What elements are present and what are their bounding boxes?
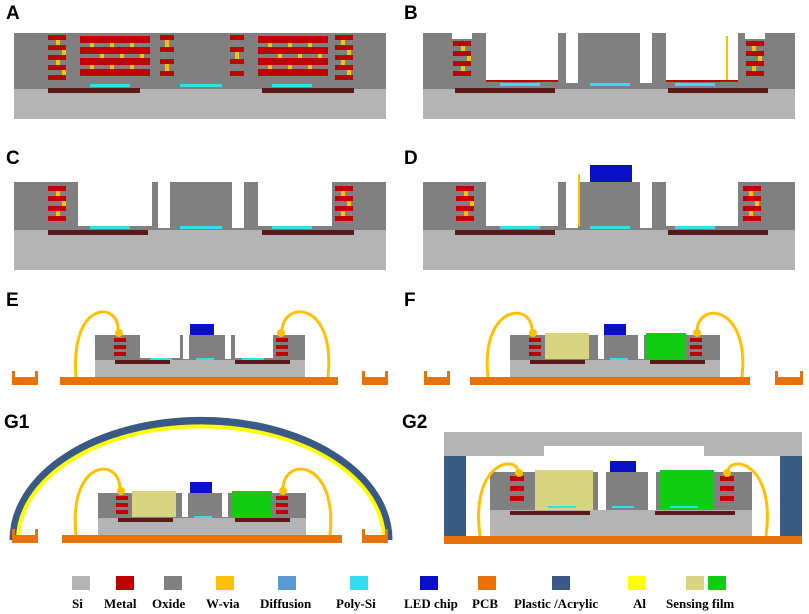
panel-label-a: A	[6, 3, 20, 24]
al-dome	[16, 424, 386, 541]
sensing-film	[646, 333, 686, 359]
panel-b-cross-section	[423, 33, 795, 119]
legend-swatch-plastic	[552, 576, 570, 590]
oxide-layer	[14, 33, 386, 89]
legend-swatch-pcb	[478, 576, 496, 590]
legend-swatch-sensing-film-2	[708, 576, 726, 590]
legend-label-poly-si: Poly-Si	[336, 596, 376, 611]
panel-label-b: B	[404, 3, 418, 24]
plastic-wall	[780, 456, 802, 538]
panel-label-f: F	[404, 290, 416, 311]
legend-swatch-w-via	[216, 576, 234, 590]
bottom-metal	[262, 88, 354, 93]
panel-f-package	[424, 311, 803, 385]
poly-si	[180, 84, 222, 87]
legend-swatch-al	[628, 576, 646, 590]
legend-label-plastic: Plastic /Acrylic	[514, 596, 598, 611]
plastic-wall	[444, 456, 466, 538]
legend-swatch-sensing-film-1	[686, 576, 704, 590]
legend-swatch-oxide	[164, 576, 182, 590]
legend-swatch-metal	[116, 576, 134, 590]
panel-e-package	[12, 310, 388, 385]
led-chip	[590, 165, 632, 182]
panel-label-e: E	[6, 290, 19, 311]
poly-si	[272, 84, 312, 87]
legend-label-metal: Metal	[104, 596, 137, 611]
panel-g1-package	[9, 416, 393, 543]
metal-stack	[335, 35, 353, 80]
metal-array-left	[80, 36, 150, 76]
etched-cavity	[486, 33, 558, 81]
legend: Si Metal Oxide W-via Diffusion Poly-Si L…	[72, 576, 734, 611]
panel-label-g2: G2	[402, 412, 428, 433]
metal-array-right	[258, 36, 328, 76]
legend-label-w-via: W-via	[206, 596, 240, 611]
metal-stack	[160, 35, 174, 76]
pcb	[60, 377, 338, 385]
metal-stack	[48, 35, 66, 80]
panel-g2-package	[444, 432, 802, 544]
legend-label-si: Si	[72, 596, 83, 611]
legend-swatch-diffusion	[278, 576, 296, 590]
acrylic-cap	[444, 432, 802, 456]
bottom-metal	[48, 88, 140, 93]
legend-label-oxide: Oxide	[152, 596, 185, 611]
legend-label-sensing-film: Sensing film	[666, 596, 734, 611]
poly-si	[90, 84, 130, 87]
legend-label-pcb: PCB	[472, 596, 498, 611]
panel-a-cross-section	[14, 33, 386, 119]
metal-stack	[230, 35, 244, 76]
sensing-film	[545, 333, 589, 359]
panel-label-c: C	[6, 148, 20, 169]
legend-label-diffusion: Diffusion	[260, 596, 312, 611]
legend-swatch-led-chip	[420, 576, 438, 590]
legend-label-led-chip: LED chip	[404, 596, 458, 611]
legend-label-al: Al	[633, 596, 646, 611]
legend-swatch-poly-si	[350, 576, 368, 590]
panel-d-cross-section	[423, 165, 795, 270]
panel-c-cross-section	[14, 182, 386, 270]
panel-label-d: D	[404, 148, 418, 169]
legend-swatch-si	[72, 576, 90, 590]
panel-label-g1: G1	[4, 412, 30, 433]
